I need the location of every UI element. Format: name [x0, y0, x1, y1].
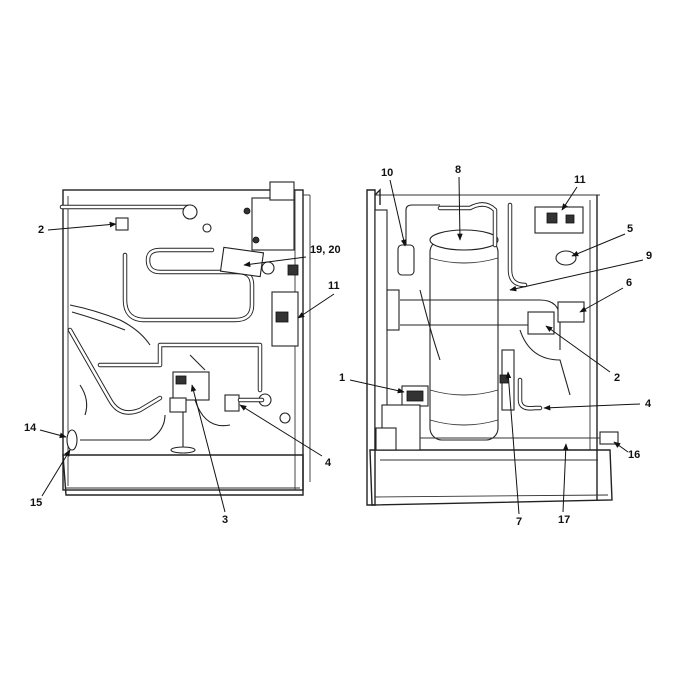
callout-left-4: 4 [325, 457, 332, 469]
callout-left-19-20: 19, 20 [310, 244, 341, 256]
callout-right-6: 6 [626, 277, 632, 289]
callout-right-5: 5 [627, 223, 633, 235]
left-fitting-4 [224, 394, 240, 412]
right-base-tray [369, 449, 613, 506]
callout-right-8: 8 [455, 164, 461, 176]
callout-right-7: 7 [516, 516, 522, 528]
callout-right-4: 4 [645, 398, 652, 410]
callout-left-15: 15 [30, 497, 42, 509]
right-assembly-view [366, 188, 619, 506]
callout-right-16: 16 [628, 449, 640, 461]
left-base-tray [62, 454, 304, 496]
callout-left-3: 3 [222, 514, 228, 526]
left-callouts: 2 19, 20 11 14 15 3 4 [24, 217, 341, 526]
left-assembly-view [59, 181, 311, 496]
callout-right-1: 1 [339, 372, 345, 384]
right-valve-2 [527, 311, 555, 335]
callout-left-11: 11 [328, 280, 340, 292]
right-callouts: 10 8 11 5 9 6 2 1 4 16 7 17 [339, 164, 652, 528]
callout-right-2: 2 [614, 372, 620, 384]
right-fitting-16 [599, 431, 619, 445]
callout-right-9: 9 [646, 250, 652, 262]
callout-right-11: 11 [574, 174, 586, 186]
callout-left-14: 14 [24, 422, 37, 434]
right-frame-post [366, 189, 376, 506]
callout-right-17: 17 [558, 514, 570, 526]
right-part-5 [555, 250, 577, 266]
right-valve-11 [534, 206, 584, 234]
left-fitting-14-15 [66, 429, 78, 451]
callout-right-10: 10 [381, 167, 393, 179]
right-compressor [429, 239, 499, 441]
left-frame [62, 189, 304, 491]
callout-left-2: 2 [38, 224, 44, 236]
left-valve-19-20 [219, 246, 265, 278]
right-filter-dryer [397, 244, 415, 276]
